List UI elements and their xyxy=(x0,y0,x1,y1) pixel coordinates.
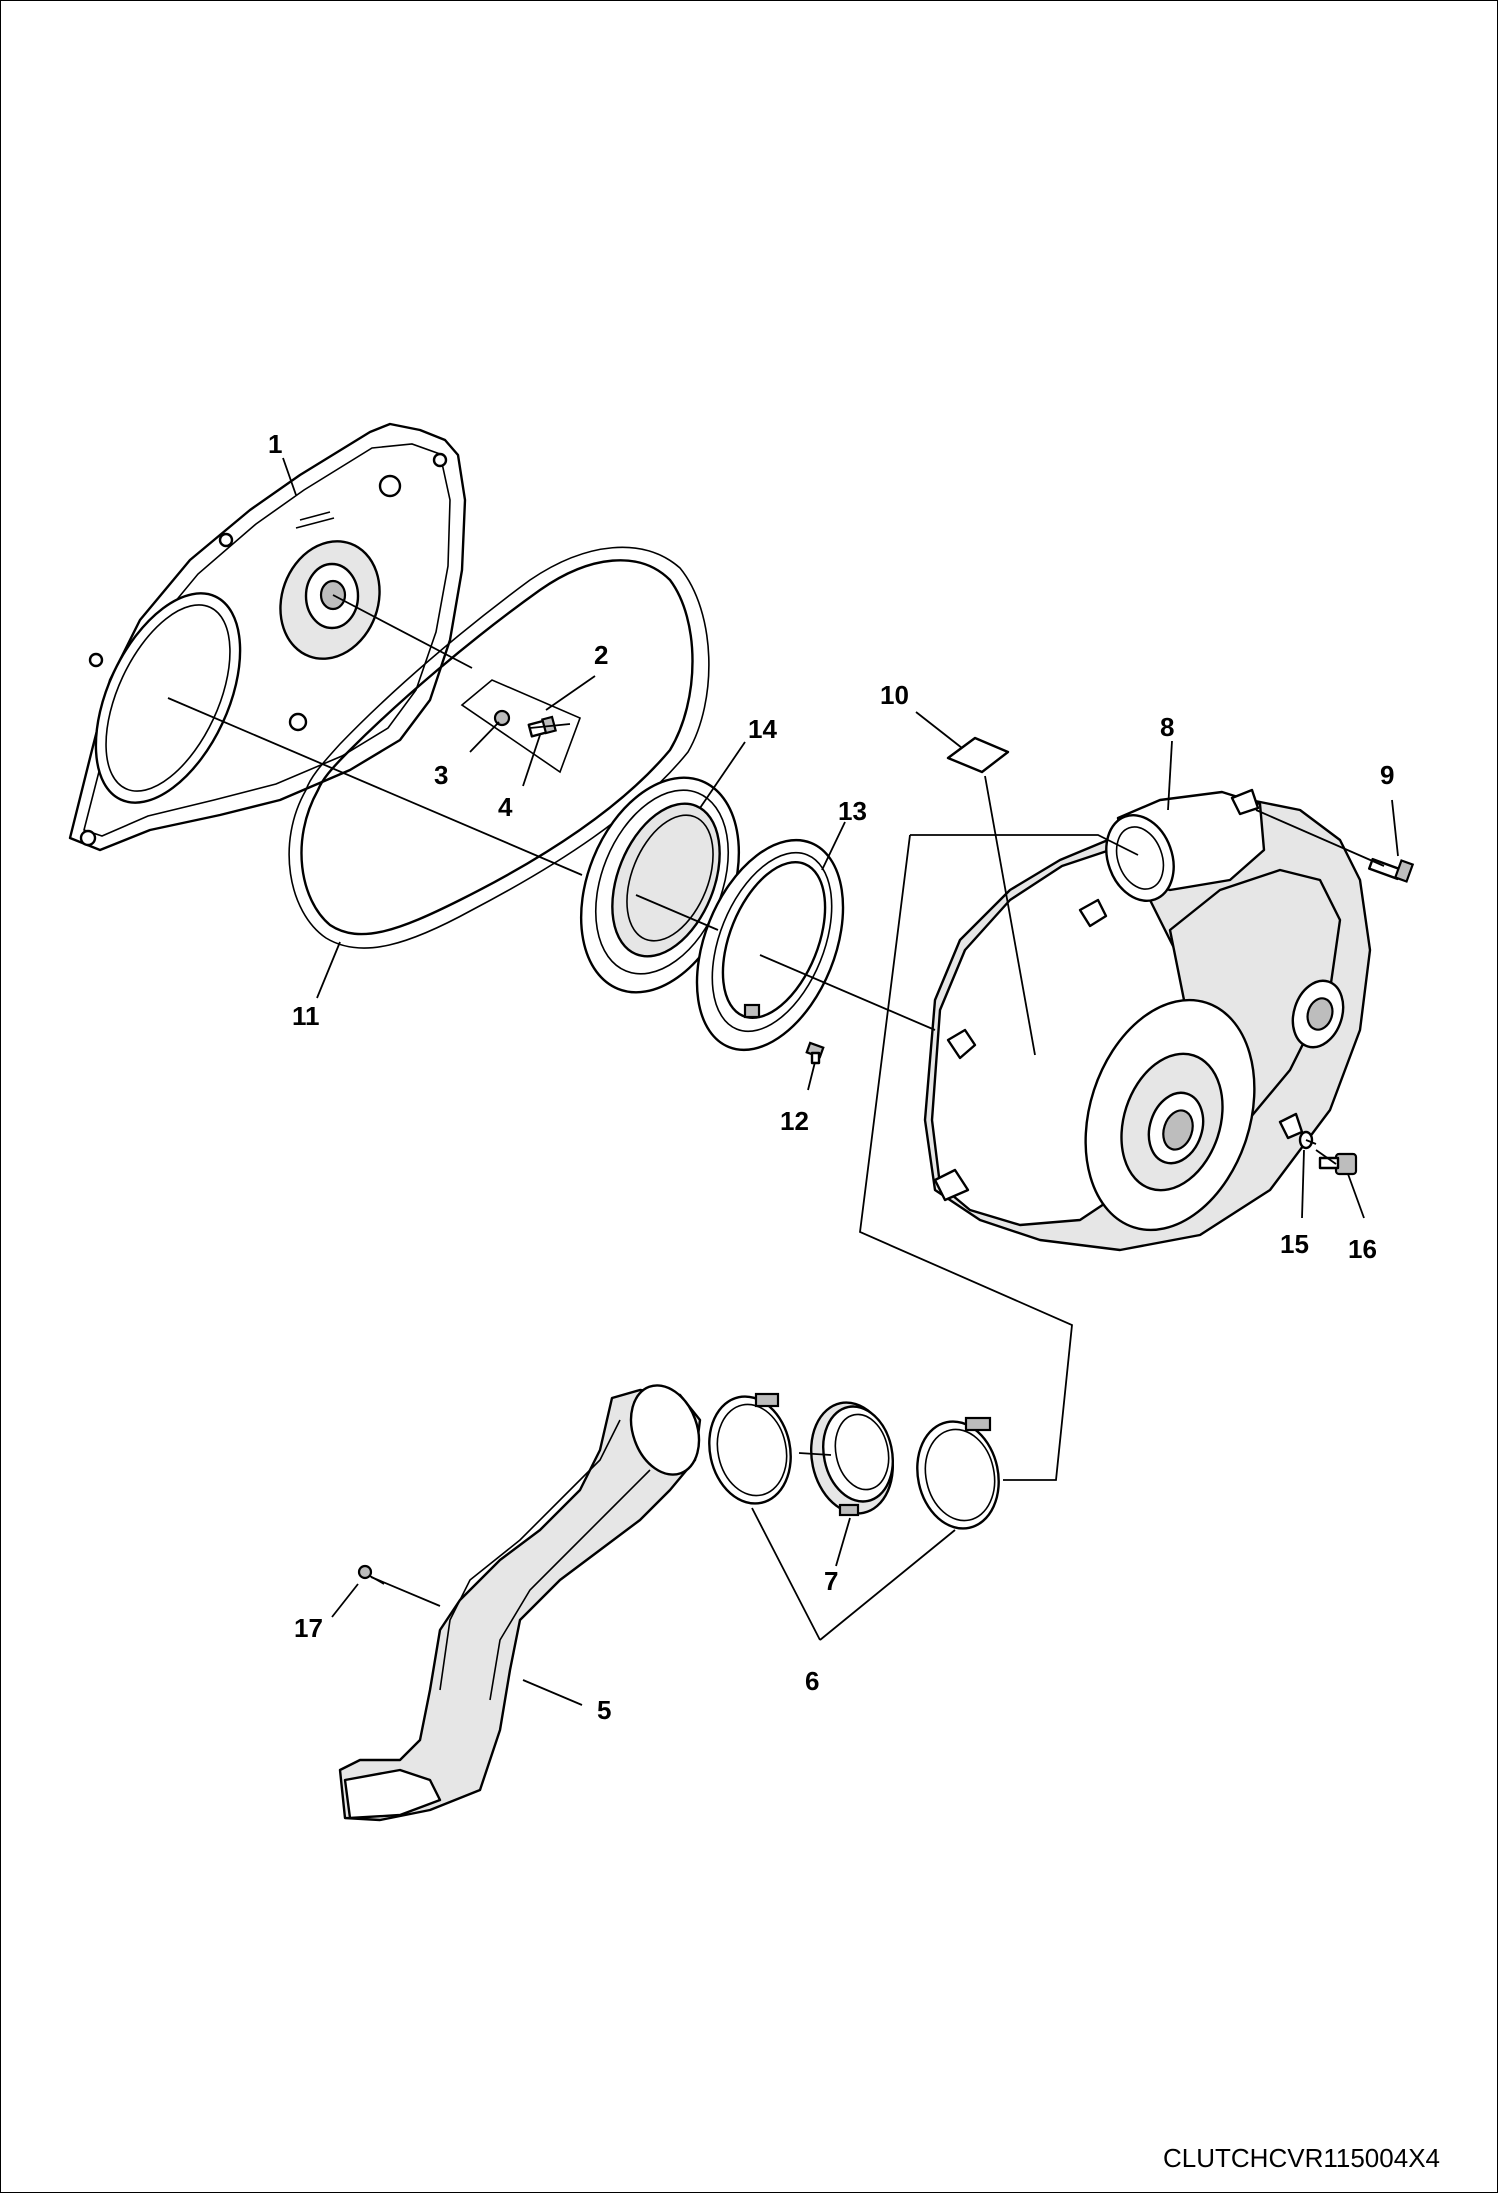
bolt-16 xyxy=(1318,1152,1358,1176)
intake-duct xyxy=(338,1384,702,1822)
callout-leaders xyxy=(282,457,1399,1706)
fastener-kit xyxy=(460,679,582,774)
alignment-lines xyxy=(167,594,1385,1607)
callout-15: 15 xyxy=(1280,1229,1309,1259)
duct-coupler xyxy=(809,1401,895,1517)
hose-clamp-right xyxy=(916,1416,1000,1530)
callout-labels: 1 2 3 4 5 6 7 8 9 10 11 12 13 14 15 16 1… xyxy=(268,429,1394,1725)
callout-3: 3 xyxy=(434,760,448,790)
callout-17: 17 xyxy=(294,1613,323,1643)
callout-1: 1 xyxy=(268,429,282,459)
inner-clutch-cover xyxy=(68,422,467,852)
callout-14: 14 xyxy=(748,714,777,744)
cover-plate-ring xyxy=(695,838,845,1052)
callout-12: 12 xyxy=(780,1106,809,1136)
callout-2: 2 xyxy=(594,640,608,670)
callout-11: 11 xyxy=(292,1001,320,1031)
figure-code: CLUTCHCVR115004X4 xyxy=(1163,2143,1440,2173)
outer-clutch-cover xyxy=(923,788,1372,1252)
seal-ring xyxy=(579,776,741,994)
warning-decal xyxy=(946,736,1010,774)
screw-9 xyxy=(1367,857,1415,883)
callout-16: 16 xyxy=(1348,1234,1377,1264)
hose-clamp-left xyxy=(708,1392,792,1505)
callout-6: 6 xyxy=(805,1666,819,1696)
callout-5: 5 xyxy=(597,1695,611,1725)
callout-8: 8 xyxy=(1160,712,1174,742)
callout-4: 4 xyxy=(498,792,513,822)
callout-7: 7 xyxy=(824,1566,838,1596)
callout-10: 10 xyxy=(880,680,909,710)
screw-12 xyxy=(805,1041,825,1065)
callout-13: 13 xyxy=(838,796,867,826)
callout-9: 9 xyxy=(1380,760,1394,790)
